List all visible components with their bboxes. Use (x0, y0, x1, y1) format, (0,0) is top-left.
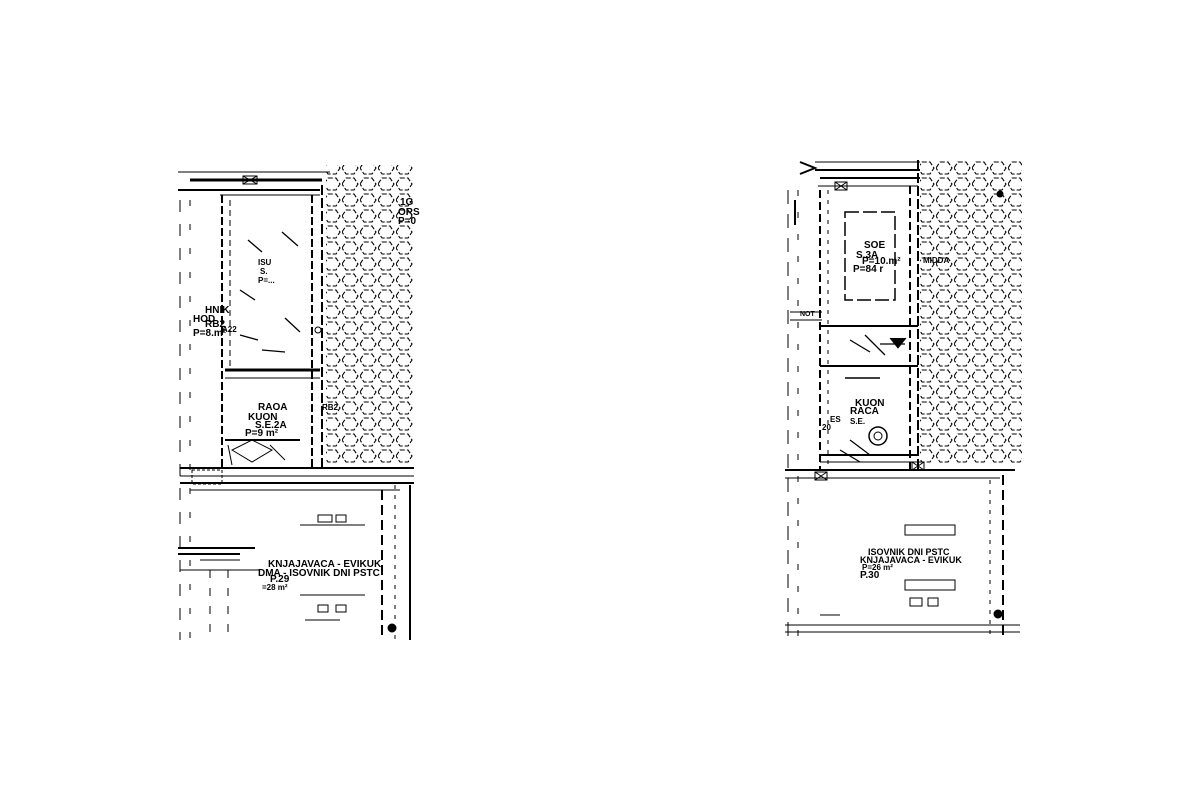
left-hatch-zone (326, 165, 414, 465)
right-room-upper-code: S.3A (856, 250, 878, 261)
left-room-mid-code: S.E.2A (255, 420, 287, 431)
right-room-lower-code: P.30 (860, 570, 880, 581)
right-room-lower-area: P=26 m² (862, 563, 893, 572)
right-room-mid-num: 20 (822, 423, 831, 432)
right-walls (785, 160, 1020, 640)
right-room-upper-area-2: P=84 r (853, 264, 883, 275)
right-room-mid-sub: RACA (850, 406, 879, 417)
left-fixtures (191, 175, 397, 633)
right-hatch-zone (920, 160, 1022, 465)
left-room-lower-area: =28 m² (262, 583, 288, 592)
right-fixtures (790, 181, 1004, 619)
left-mark-2: ORS (398, 207, 420, 218)
left-room-upper-left-code: RB2 (205, 319, 225, 330)
left-floor-plan: HNIK HOD RB2 P=8.m² ISU S. P=... RAOA KU… (178, 165, 420, 640)
left-room-upper-left-name: HNIK (205, 305, 230, 316)
right-room-mid-name: KUON (855, 398, 884, 409)
right-room-lower-sub: ISOVNIK DNI PSTC (868, 547, 950, 557)
left-room-upper-mid-name: ISU (258, 258, 272, 267)
right-room-upper-name: SOE (864, 240, 885, 251)
left-room-mid-name: RAOA (258, 402, 287, 413)
left-room-lower-code: P.29 (270, 574, 290, 585)
left-room-upper-mid-area: P=... (258, 276, 275, 285)
right-room-mid-code: S.E. (850, 417, 865, 426)
left-mark-4: RB2 (322, 403, 339, 412)
left-room-mid-area: P=9 m² (245, 428, 279, 439)
right-room-mid-mark: ES (830, 415, 841, 424)
right-floor-plan: SOE S.3A P=10.m² P=84 r KUON RACA S.E. E… (785, 160, 1022, 640)
left-mark-3: P=0 (398, 216, 417, 227)
right-mark-1: MIDDA (923, 256, 949, 265)
left-mark-1: 1G (400, 197, 414, 208)
right-mark-2: NOT (800, 311, 816, 318)
left-room-mid-sub: KUON (248, 412, 277, 423)
left-room-upper-left-area: P=8.m² (193, 328, 227, 339)
left-room-lower-sub: DMA - ISOVNIK DNI PSTC (258, 568, 380, 579)
right-room-lower-name: KNJAJAVACA - EVIKUK (860, 555, 962, 565)
left-walls (178, 171, 414, 640)
left-room-lower-name: KNJAJAVACA - EVIKUK (268, 559, 382, 570)
left-room-upper-mid-code: S. (260, 267, 268, 276)
right-arrow-icon (799, 161, 818, 175)
right-room-upper-area: P=10.m² (862, 256, 901, 267)
left-room-upper-left-sub: HOD (193, 314, 215, 325)
left-mark-5: A22 (222, 325, 237, 334)
